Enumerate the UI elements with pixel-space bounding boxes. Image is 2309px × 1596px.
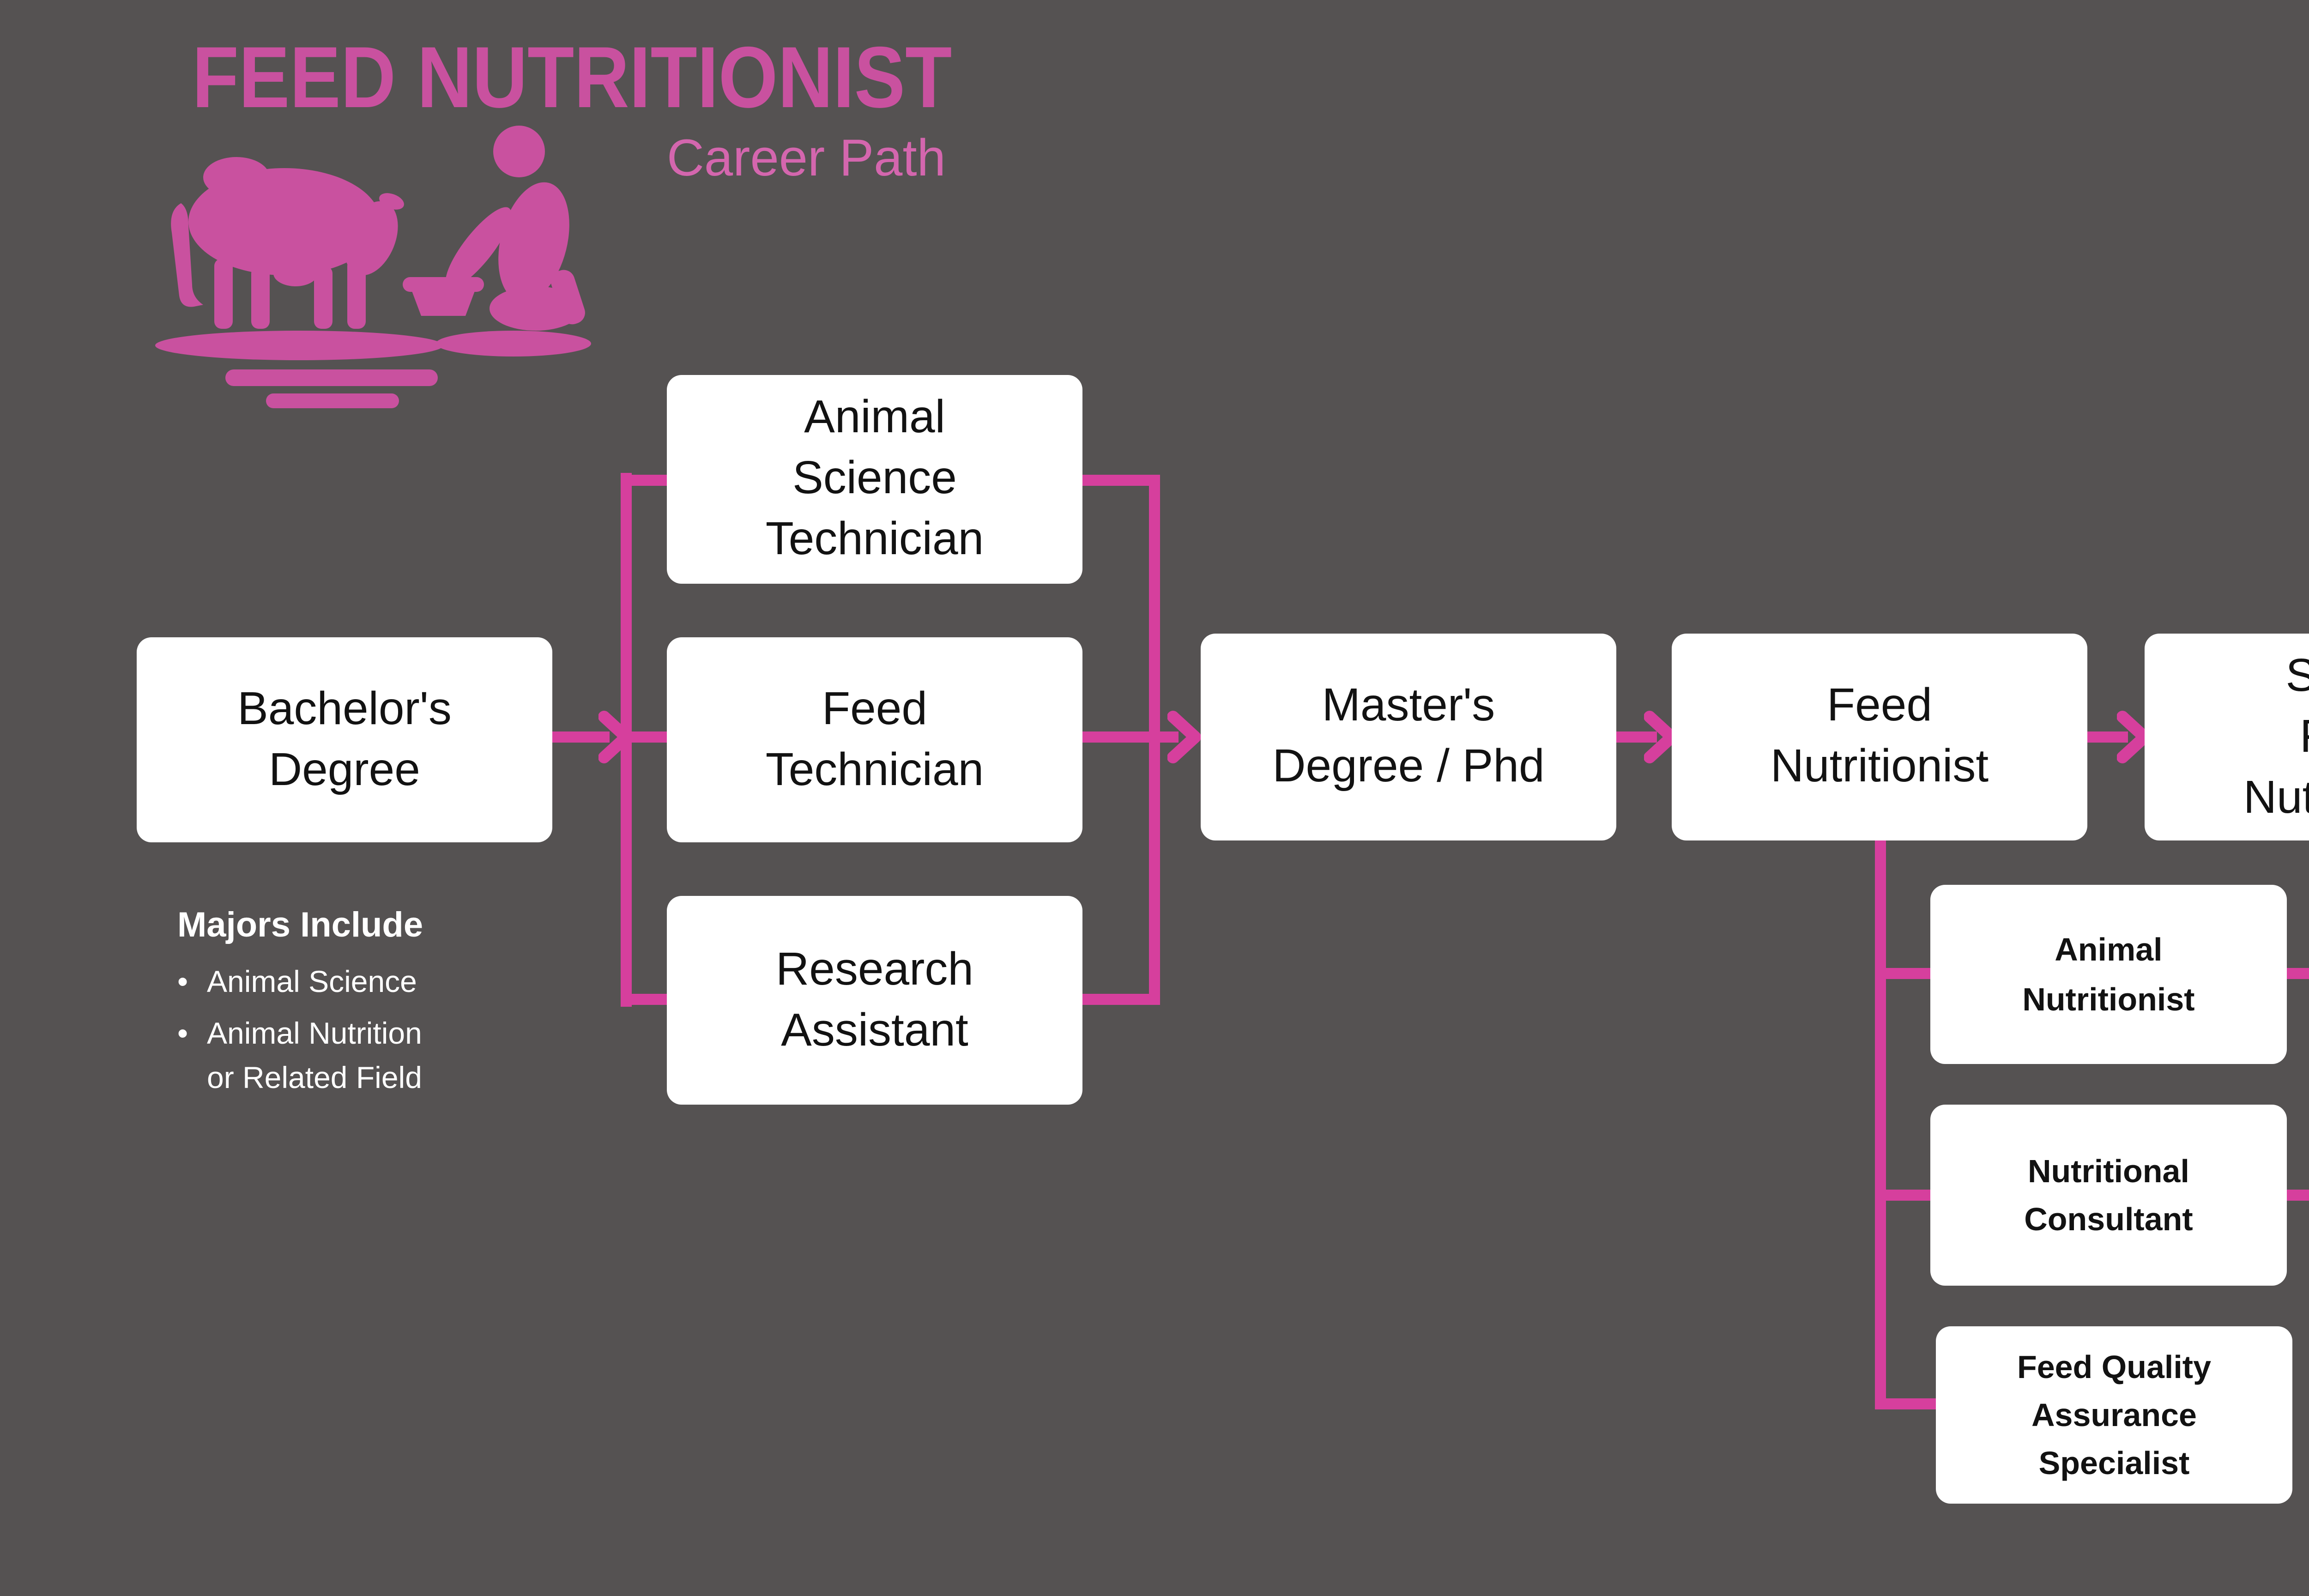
connector-trunk — [1875, 840, 1886, 1409]
list-item: Animal Science — [175, 962, 637, 1006]
node-label: Bachelor's Degree — [237, 683, 452, 795]
connector-stub — [1875, 968, 1930, 979]
connector-elbow — [1875, 1398, 1936, 1409]
connector-stub — [621, 994, 667, 1005]
node-label: Nutritional Consultant — [2024, 1152, 2193, 1238]
list-item: Animal Nutrition or Related Field — [175, 1015, 637, 1101]
node-masters-degree: Master's Degree / Phd — [1201, 634, 1616, 840]
node-label: Animal Science Technician — [765, 392, 984, 565]
connector — [2087, 732, 2128, 743]
node-label: Feed Quality Assurance Specialist — [2017, 1348, 2212, 1482]
node-animal-nutritionist: Animal Nutritionist — [1930, 885, 2287, 1064]
page-title: FEED NUTRITIONIST — [192, 28, 952, 126]
node-feed-quality-assurance-specialist: Feed Quality Assurance Specialist — [1936, 1326, 2292, 1504]
arrowhead-icon — [1167, 711, 1201, 763]
connector-stub — [1082, 475, 1160, 486]
node-feed-nutritionist: Feed Nutritionist — [1672, 634, 2087, 840]
connector — [2287, 1190, 2309, 1201]
node-feed-technician: Feed Technician — [667, 637, 1082, 842]
node-nutritional-consultant: Nutritional Consultant — [1930, 1105, 2287, 1286]
connector-stub — [1082, 994, 1160, 1005]
connector — [1616, 732, 1657, 743]
node-animal-science-technician: Animal Science Technician — [667, 375, 1082, 584]
node-label: Research Assistant — [776, 943, 973, 1056]
majors-list: Animal Science Animal Nutrition or Relat… — [175, 962, 637, 1101]
connector-to-masters — [1082, 732, 1179, 743]
connector-stub — [621, 732, 667, 743]
node-label: Animal Nutritionist — [2022, 931, 2195, 1017]
connector-stub — [621, 475, 667, 486]
node-senior-feed-nutritionist: Senior Feed Nutritionist — [2145, 634, 2309, 840]
node-label: Feed Technician — [765, 683, 984, 795]
connector-stub — [1875, 1190, 1930, 1201]
connector — [2287, 968, 2309, 979]
node-label: Feed Nutritionist — [1770, 680, 1989, 792]
majors-heading: Majors Include — [177, 907, 423, 946]
node-label: Senior Feed Nutritionist — [2243, 649, 2309, 823]
majors-section: Majors Include Animal Science Animal Nut… — [175, 907, 637, 1111]
cow-feeding-icon — [155, 126, 591, 408]
node-bachelors-degree: Bachelor's Degree — [137, 637, 552, 842]
node-label: Master's Degree / Phd — [1272, 680, 1545, 792]
page-subtitle: Career Path — [667, 129, 946, 187]
connector-bachelors — [552, 732, 610, 743]
node-research-assistant: Research Assistant — [667, 896, 1082, 1105]
